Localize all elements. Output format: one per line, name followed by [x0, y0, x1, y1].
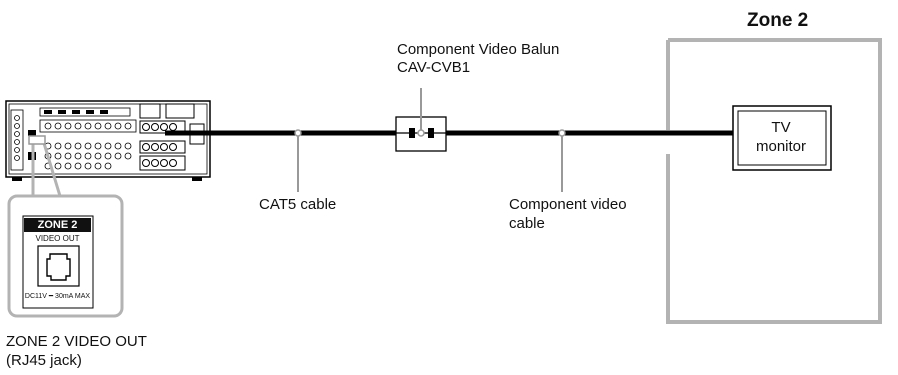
panel-title: ZONE 2: [24, 218, 91, 232]
balun-label-line1: Component Video Balun: [397, 41, 560, 58]
panel-subtitle: VIDEO OUT: [35, 234, 80, 243]
component-label-line2: cable: [509, 215, 545, 232]
balun-port-right: [428, 128, 434, 138]
cat5-label: CAT5 cable: [259, 196, 337, 213]
tv-screen: [737, 110, 827, 166]
zone2-title: Zone 2: [747, 10, 809, 31]
jack-label-line2: (RJ45 jack): [6, 352, 82, 369]
jack-label-line1: ZONE 2 VIDEO OUT: [6, 333, 147, 350]
zone2-frame: [666, 38, 882, 324]
balun-port-left: [409, 128, 415, 138]
tv-label-line1: TV: [771, 119, 791, 136]
panel-rating: DC11V ━ 30mA MAX: [24, 293, 91, 300]
jack-highlight: [28, 135, 46, 145]
component-label-line1: Component video: [509, 196, 627, 213]
tv-label: TV monitor: [741, 118, 821, 156]
tv-label-line2: monitor: [755, 138, 807, 155]
jack-callout-lines: [31, 139, 62, 197]
balun-label-line2: CAV-CVB1: [397, 59, 471, 76]
rj45-icon: [46, 253, 71, 281]
